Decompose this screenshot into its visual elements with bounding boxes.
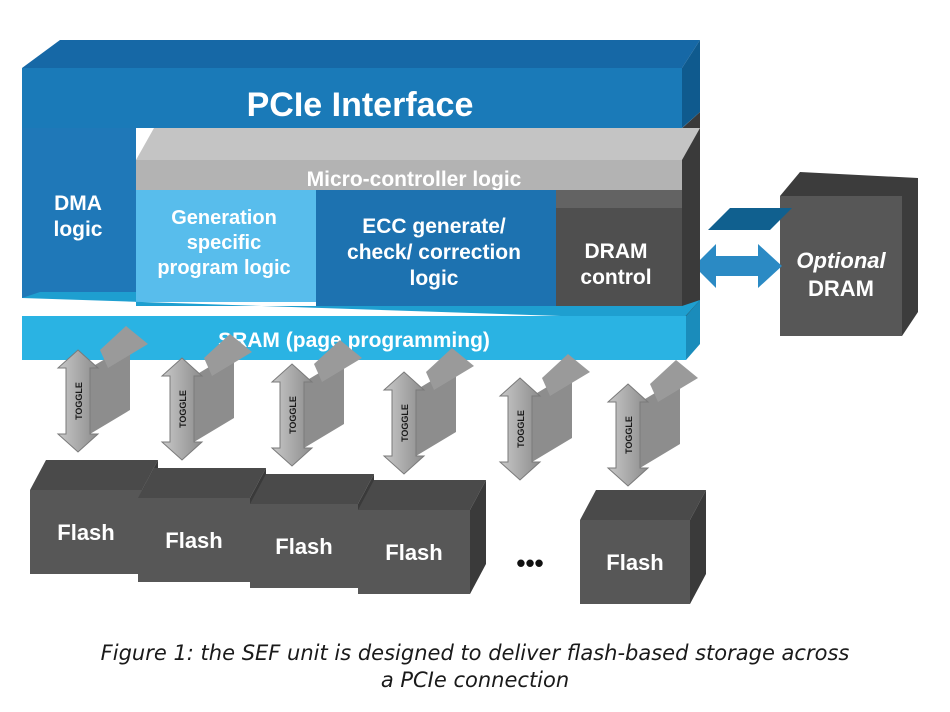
optional-dram-label-1: Optional bbox=[796, 248, 886, 273]
toggle-arrow: TOGGLE bbox=[498, 354, 590, 481]
flash-box: Flash bbox=[580, 490, 706, 604]
flash-box: Flash bbox=[250, 474, 374, 588]
toggle-arrow: TOGGLE bbox=[270, 340, 362, 467]
ellipsis: ••• bbox=[516, 548, 543, 578]
dram-control-block: DRAM control bbox=[556, 190, 682, 310]
toggle-arrow: TOGGLE bbox=[160, 334, 252, 461]
dram-connector-arrow bbox=[694, 208, 792, 288]
figure-caption: Figure 1: the SEF unit is designed to de… bbox=[0, 640, 950, 694]
micro-controller-label: Micro-controller logic bbox=[307, 168, 522, 191]
flash-label: Flash bbox=[385, 540, 442, 565]
toggle-arrow: TOGGLE bbox=[56, 326, 148, 453]
dram-control-label-2: control bbox=[580, 266, 651, 289]
pcie-interface-block: PCIe Interface bbox=[22, 40, 700, 128]
optional-dram-label-2: DRAM bbox=[808, 276, 874, 301]
gen-label-2: specific bbox=[187, 232, 261, 254]
caption-line-2: a PCIe connection bbox=[380, 668, 570, 692]
caption-line-1: Figure 1: the SEF unit is designed to de… bbox=[100, 641, 850, 665]
ecc-label-1: ECC generate/ bbox=[362, 215, 506, 238]
flash-label: Flash bbox=[165, 528, 222, 553]
stack-side-face bbox=[680, 112, 700, 350]
flash-box: Flash bbox=[358, 480, 486, 594]
generation-logic-block: Generation specific program logic bbox=[136, 190, 316, 302]
toggle-label: TOGGLE bbox=[74, 382, 84, 420]
flash-box: Flash bbox=[30, 460, 158, 574]
dma-label-2: logic bbox=[53, 218, 102, 241]
toggle-label: TOGGLE bbox=[178, 390, 188, 428]
flash-label: Flash bbox=[275, 534, 332, 559]
dram-control-label-1: DRAM bbox=[585, 240, 648, 263]
ecc-logic-block: ECC generate/ check/ correction logic bbox=[316, 190, 556, 306]
flash-label: Flash bbox=[606, 550, 663, 575]
gen-label-1: Generation bbox=[171, 207, 277, 229]
toggle-arrow: TOGGLE bbox=[606, 360, 698, 487]
flash-box: Flash bbox=[138, 468, 266, 582]
toggle-label: TOGGLE bbox=[516, 410, 526, 448]
toggle-arrows: TOGGLE TOGGLE TOGGLE TOGGLE TOGGLE TOGGLE bbox=[56, 326, 698, 487]
dma-label-1: DMA bbox=[54, 192, 102, 215]
ecc-label-2: check/ correction bbox=[347, 241, 521, 264]
sram-label: SRAM (page programming) bbox=[218, 329, 490, 352]
toggle-label: TOGGLE bbox=[624, 416, 634, 454]
pcie-interface-label: PCIe Interface bbox=[247, 86, 474, 124]
optional-dram-box: Optional DRAM bbox=[780, 172, 918, 336]
toggle-arrow: TOGGLE bbox=[382, 348, 474, 475]
dma-logic-block: DMA logic bbox=[22, 128, 136, 298]
micro-controller-block: Micro-controller logic bbox=[136, 128, 700, 191]
toggle-label: TOGGLE bbox=[400, 404, 410, 442]
ecc-label-3: logic bbox=[409, 267, 458, 290]
gen-label-3: program logic bbox=[157, 257, 290, 279]
toggle-label: TOGGLE bbox=[288, 396, 298, 434]
flash-label: Flash bbox=[57, 520, 114, 545]
